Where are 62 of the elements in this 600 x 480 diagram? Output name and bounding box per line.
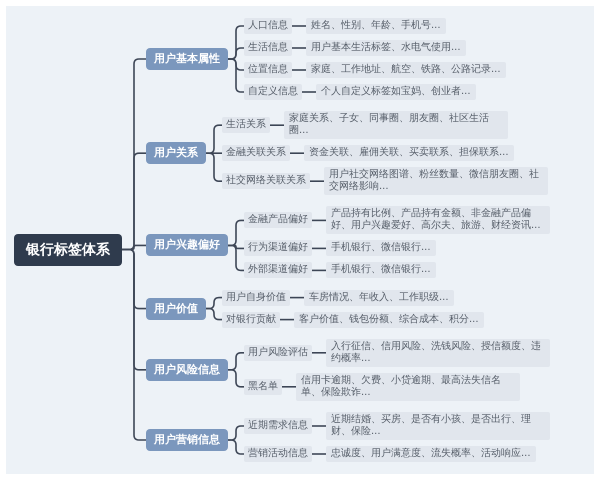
connector-line (280, 318, 294, 320)
detail-note: 近期结婚、买房、是否有小孩、是否出行、理财、保险... (326, 412, 550, 440)
subtopic: 位置信息 (244, 62, 292, 78)
detail-note: 车房情况、年收入、工作职级... (304, 290, 454, 306)
detail-note: 信用卡逾期、欠费、小贷逾期、最高法失信名单、保险欺诈... (296, 372, 520, 401)
connector-line (228, 369, 244, 388)
connector-line (228, 439, 244, 455)
main-topic: 用户关系 (146, 142, 206, 164)
subtopic: 用户自身价值 (222, 290, 290, 306)
subtopic: 金融关联关系 (222, 145, 290, 162)
connector-line (270, 124, 284, 126)
detail-note: 手机银行、微信银行... (326, 262, 436, 278)
connector-line (228, 244, 244, 272)
detail-note: 用户基本生活标签、水电气使用... (306, 40, 466, 56)
subtopic: 生活信息 (244, 40, 292, 56)
detail-note: 手机银行、微信银行... (326, 240, 436, 256)
subtopic: 人口信息 (244, 18, 292, 34)
connector-line (312, 453, 326, 455)
connector-line (122, 248, 146, 441)
subtopic: 外部渠道偏好 (244, 262, 312, 278)
subtopic: 生活关系 (222, 117, 270, 134)
connector-line (282, 386, 296, 388)
connector-line (290, 296, 304, 298)
detail-note: 家庭、工作地址、航空、铁路、公路记录... (306, 62, 506, 78)
detail-note: 资金关联、雇佣关联、买卖联系、担保联系... (304, 145, 514, 162)
connector-line (302, 91, 316, 93)
connector-line (206, 308, 222, 320)
connector-line (292, 69, 306, 71)
main-topic: 用户兴趣偏好 (146, 234, 228, 256)
connector-line (292, 47, 306, 49)
connector-line (292, 25, 306, 27)
detail-note: 入行征信、信用风险、洗钱风险、授信额度、违约概率... (326, 338, 550, 367)
connector-line (312, 425, 326, 427)
subtopic: 营销活动信息 (244, 446, 312, 462)
subtopic: 对银行贡献 (222, 312, 280, 328)
connector-line (290, 152, 304, 154)
connector-line (228, 58, 244, 93)
subtopic: 行为渠道偏好 (244, 240, 312, 256)
detail-note: 用户社交网络图谱、粉丝数量、微信朋友圈、社交网络影响... (324, 167, 548, 196)
detail-note: 家庭关系、子女、同事圈、朋友圈、社区生活圈... (284, 111, 508, 140)
connector-line (312, 248, 326, 250)
main-topic: 用户基本属性 (146, 48, 228, 70)
detail-note: 姓名、性别、年龄、手机号... (306, 18, 446, 34)
subtopic: 用户风险评估 (244, 344, 312, 361)
subtopic: 黑名单 (244, 378, 282, 395)
main-topic: 用户价值 (146, 298, 206, 320)
detail-note: 个人自定义标签如宝妈、创业者... (316, 84, 476, 100)
detail-note: 忠诚度、用户满意度、流失概率、活动响应... (326, 446, 536, 462)
connector-line (312, 220, 326, 222)
main-topic: 用户营销信息 (146, 429, 228, 451)
subtopic: 金融产品偏好 (244, 212, 312, 228)
connector-line (206, 152, 222, 182)
subtopic: 自定义信息 (244, 84, 302, 100)
detail-note: 客户价值、钱包份额、综合成本、积分... (294, 312, 484, 328)
subtopic: 近期需求信息 (244, 418, 312, 434)
main-topic: 用户风险信息 (146, 358, 228, 381)
connector-line (310, 180, 324, 182)
detail-note: 产品持有比例、产品持有金额、非金融产品偏好、用户兴趣爱好、高尔夫、旅游、财经资讯... (326, 206, 550, 234)
connector-line (312, 352, 326, 354)
central-topic: 银行标签体系 (14, 234, 122, 266)
subtopic: 社交网络关联关系 (222, 173, 310, 190)
connector-line (312, 270, 326, 272)
